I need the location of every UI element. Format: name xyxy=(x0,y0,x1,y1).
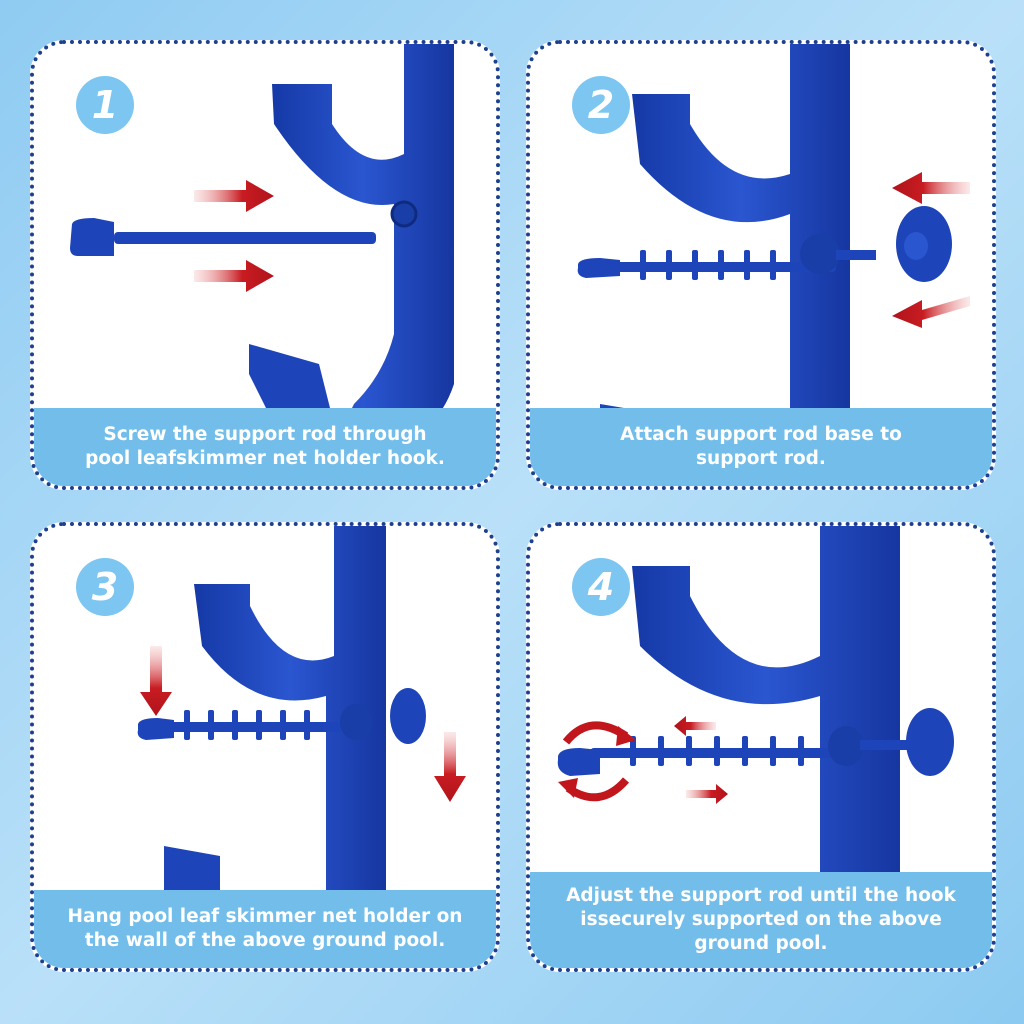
caption-band: Attach support rod base to support rod. xyxy=(530,408,992,486)
arrow-left-icon xyxy=(892,172,970,204)
step-2-panel: 2 Attach support rod base to support rod… xyxy=(526,40,996,490)
rod-end xyxy=(860,740,910,750)
step-number-badge: 2 xyxy=(572,76,630,134)
rod-collar xyxy=(828,726,864,766)
step-3-panel: 3 Hang pool leaf skimmer net holder on t… xyxy=(30,522,500,972)
step-1-panel: 1 Screw the support rod through pool lea… xyxy=(30,40,500,490)
arrow-down-icon xyxy=(434,732,466,802)
arrow-right-icon xyxy=(686,784,728,804)
step-3-illustration xyxy=(137,526,466,906)
screw-hole xyxy=(390,200,418,228)
holder-hook xyxy=(632,44,850,424)
caption-band: Screw the support rod through pool leafs… xyxy=(34,408,496,486)
holder-hook xyxy=(632,526,900,886)
caption-band: Adjust the support rod until the hook is… xyxy=(530,872,992,968)
rod-cap xyxy=(577,258,620,278)
step-number-badge: 3 xyxy=(76,558,134,616)
arrow-left-icon xyxy=(674,716,716,736)
support-rod xyxy=(114,232,376,244)
step-caption: Adjust the support rod until the hook is… xyxy=(566,885,956,954)
rod-teeth xyxy=(184,710,310,740)
support-rod xyxy=(590,748,860,758)
holder-hook xyxy=(272,44,454,444)
step-number-badge: 4 xyxy=(572,558,630,616)
rod-cap xyxy=(137,718,174,740)
arrow-left-icon xyxy=(892,296,970,328)
step-caption: Hang pool leaf skimmer net holder on the… xyxy=(67,906,463,951)
rod-base-disc xyxy=(390,688,426,744)
step-caption: Attach support rod base to support rod. xyxy=(620,424,902,469)
arrow-down-icon xyxy=(140,646,172,716)
rod-collar xyxy=(340,704,372,740)
rod-collar xyxy=(800,234,840,274)
step-4-panel: 4 Adjust the support rod until the hook … xyxy=(526,522,996,972)
holder-hook xyxy=(194,526,386,906)
rod-cap xyxy=(70,218,114,256)
rod-cap xyxy=(557,748,600,776)
rod-teeth xyxy=(630,736,804,766)
arrow-right-icon xyxy=(194,180,274,212)
rod-teeth xyxy=(640,250,776,280)
step-number-badge: 1 xyxy=(76,76,134,134)
rod-end xyxy=(836,250,876,260)
caption-band: Hang pool leaf skimmer net holder on the… xyxy=(34,890,496,968)
step-4-illustration xyxy=(557,526,954,886)
step-caption: Screw the support rod through pool leafs… xyxy=(85,424,445,469)
rod-base-disc xyxy=(906,708,954,776)
support-rod xyxy=(164,722,364,732)
arrow-right-icon xyxy=(194,260,274,292)
